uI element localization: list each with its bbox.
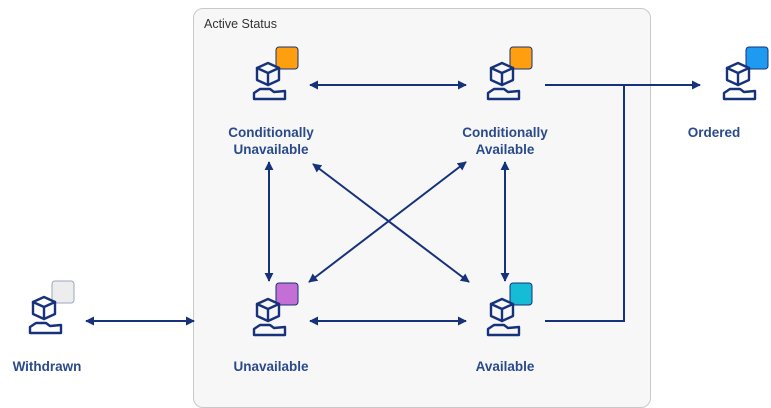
node-label: Withdrawn xyxy=(12,359,82,374)
package-hand-icon xyxy=(252,282,299,337)
package-hand-icon xyxy=(252,46,299,101)
node-ordered[interactable]: Ordered xyxy=(676,44,771,164)
package-hand-icon xyxy=(486,282,533,337)
arrow-condunavail-avail xyxy=(312,163,470,283)
package-hand-icon xyxy=(722,46,769,101)
node-conditionally-unavailable[interactable]: Conditionally Unavailable xyxy=(206,44,336,164)
package-hand-icon xyxy=(28,280,75,335)
node-label: Available xyxy=(475,359,535,374)
node-label: Conditionally Unavailable xyxy=(228,125,314,157)
node-conditionally-available[interactable]: Conditionally Available xyxy=(440,44,570,164)
node-available[interactable]: Available xyxy=(440,280,570,400)
node-unavailable[interactable]: Unavailable xyxy=(206,280,336,400)
node-label: Ordered xyxy=(687,125,741,140)
arrow-condavail-unavail xyxy=(308,161,467,283)
group-title: Active Status xyxy=(204,17,277,31)
node-label: Unavailable xyxy=(233,359,309,374)
node-withdrawn[interactable]: Withdrawn xyxy=(0,278,112,398)
package-hand-icon xyxy=(486,46,533,101)
transition-arrows xyxy=(85,80,701,326)
node-label: Conditionally Available xyxy=(462,125,548,157)
line-avail-ordered xyxy=(545,85,625,322)
